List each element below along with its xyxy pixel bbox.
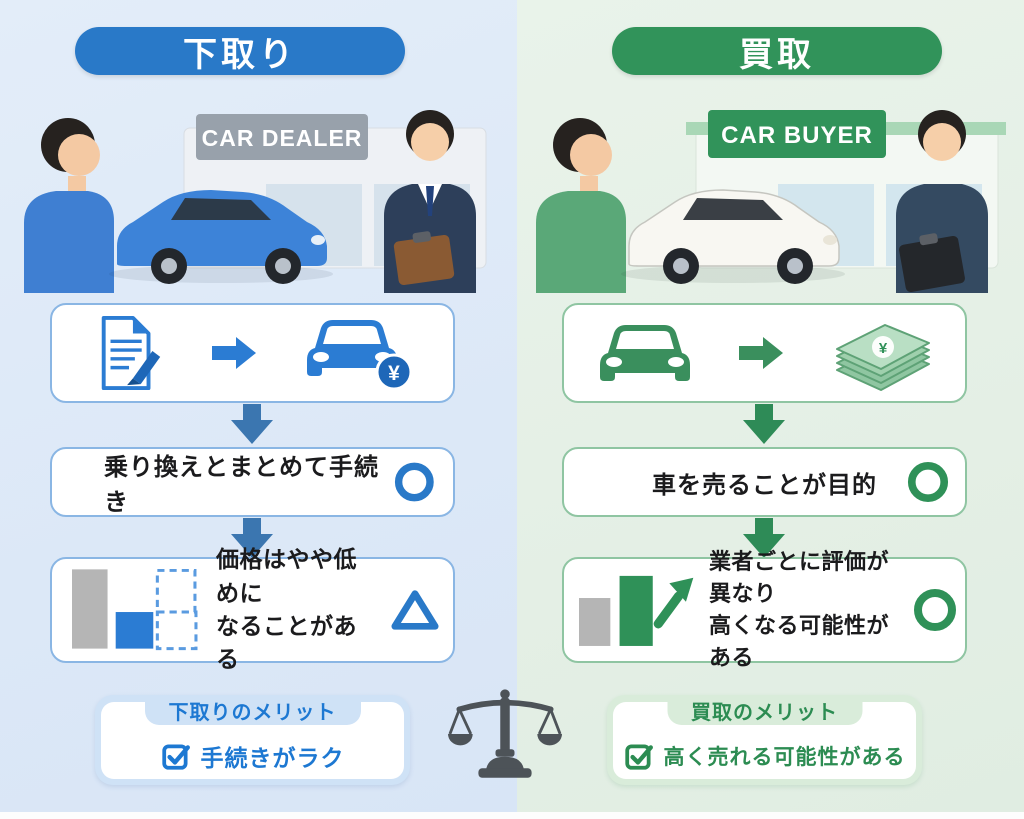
trade-in-step3-text: 価格はやや低めに なることがある [216, 546, 357, 673]
buyback-scene-illustration: CAR BUYER [536, 110, 1006, 293]
car-buyer-sign-text: CAR BUYER [721, 122, 873, 149]
trade-in-merit-item: 手続きがラク [95, 727, 410, 785]
money-stack-icon: ¥ [835, 324, 930, 391]
trade-in-step2-box: 乗り換えとまとめて手続き [50, 447, 455, 517]
buyback-step3-text: 業者ごとに評価が異なり 高くなる可能性がある [709, 549, 890, 670]
down-arrow-icon [743, 518, 785, 558]
circle-mark-icon [907, 461, 949, 503]
bar-chart-lower-icon [72, 569, 198, 651]
car-front-icon [599, 325, 690, 381]
buyback-merit-item: 高く売れる可能性がある [607, 727, 922, 785]
down-arrow-icon [743, 404, 785, 444]
trade-in-car [109, 190, 333, 284]
buyback-header: 買取 [612, 27, 942, 75]
buyback-car [621, 189, 845, 284]
trade-in-scene-illustration: CAR DEALER [24, 110, 487, 293]
buyback-merit-title: 買取のメリット [691, 701, 838, 724]
bottom-margin-strip [0, 812, 1024, 819]
car-dealer-sign-text: CAR DEALER [202, 125, 363, 151]
triangle-mark-icon [391, 590, 439, 630]
arrow-right-icon [211, 337, 256, 369]
down-arrow-icon [231, 518, 273, 558]
car-buyer-sign [708, 110, 886, 158]
dealer-staff-figure [384, 110, 476, 293]
arrow-right-icon [738, 337, 783, 369]
checkbox-icon [161, 744, 190, 770]
checkbox-icon [624, 744, 653, 770]
buyback-step3-box: 業者ごとに評価が異なり 高くなる可能性がある [562, 549, 967, 670]
yen-badge-text: ¥ [388, 362, 400, 385]
buyback-merit-item-text: 高く売れる可能性がある [663, 746, 906, 769]
trade-in-step2-text: 乗り換えとまとめて手続き [104, 454, 379, 516]
bar-chart-higher-icon [579, 575, 694, 646]
trade-in-merit-item-text: 手続きがラク [200, 745, 345, 771]
circle-mark-icon [914, 589, 956, 631]
trade-in-flow-box: ¥ [50, 303, 455, 403]
clipboard [899, 235, 965, 293]
buyback-step2-text: 車を売ることが目的 [652, 471, 877, 499]
buyback-merit-title-tab: 買取のメリット [667, 695, 862, 725]
trade-in-merit-title: 下取りのメリット [168, 701, 337, 724]
buyback-step2-box: 車を売ることが目的 [562, 447, 967, 517]
circle-mark-icon [395, 462, 435, 502]
customer-figure [24, 118, 114, 293]
buyback-header-label: 買取 [739, 35, 815, 74]
down-arrow-icon [231, 404, 273, 444]
trade-in-step3-box: 価格はやや低めに なることがある [50, 546, 455, 672]
seller-figure [536, 118, 626, 293]
car-dealer-sign [196, 114, 368, 160]
trade-in-header-label: 下取り [183, 35, 297, 74]
buyer-staff-figure [896, 110, 988, 293]
car-with-yen-icon: ¥ [306, 320, 412, 391]
document-pen-icon [101, 315, 160, 391]
buyback-merit-card: 買取のメリット 高く売れる可能性がある [607, 695, 922, 785]
trade-in-merit-card: 下取りのメリット 手続きがラク [95, 695, 410, 785]
trade-in-header: 下取り [75, 27, 405, 75]
bill-symbol-text: ¥ [878, 340, 887, 357]
balance-scale-icon [448, 689, 562, 778]
clipboard [393, 234, 455, 286]
buyback-flow-box: ¥ [562, 303, 967, 403]
trade-in-merit-title-tab: 下取りのメリット [144, 695, 361, 725]
